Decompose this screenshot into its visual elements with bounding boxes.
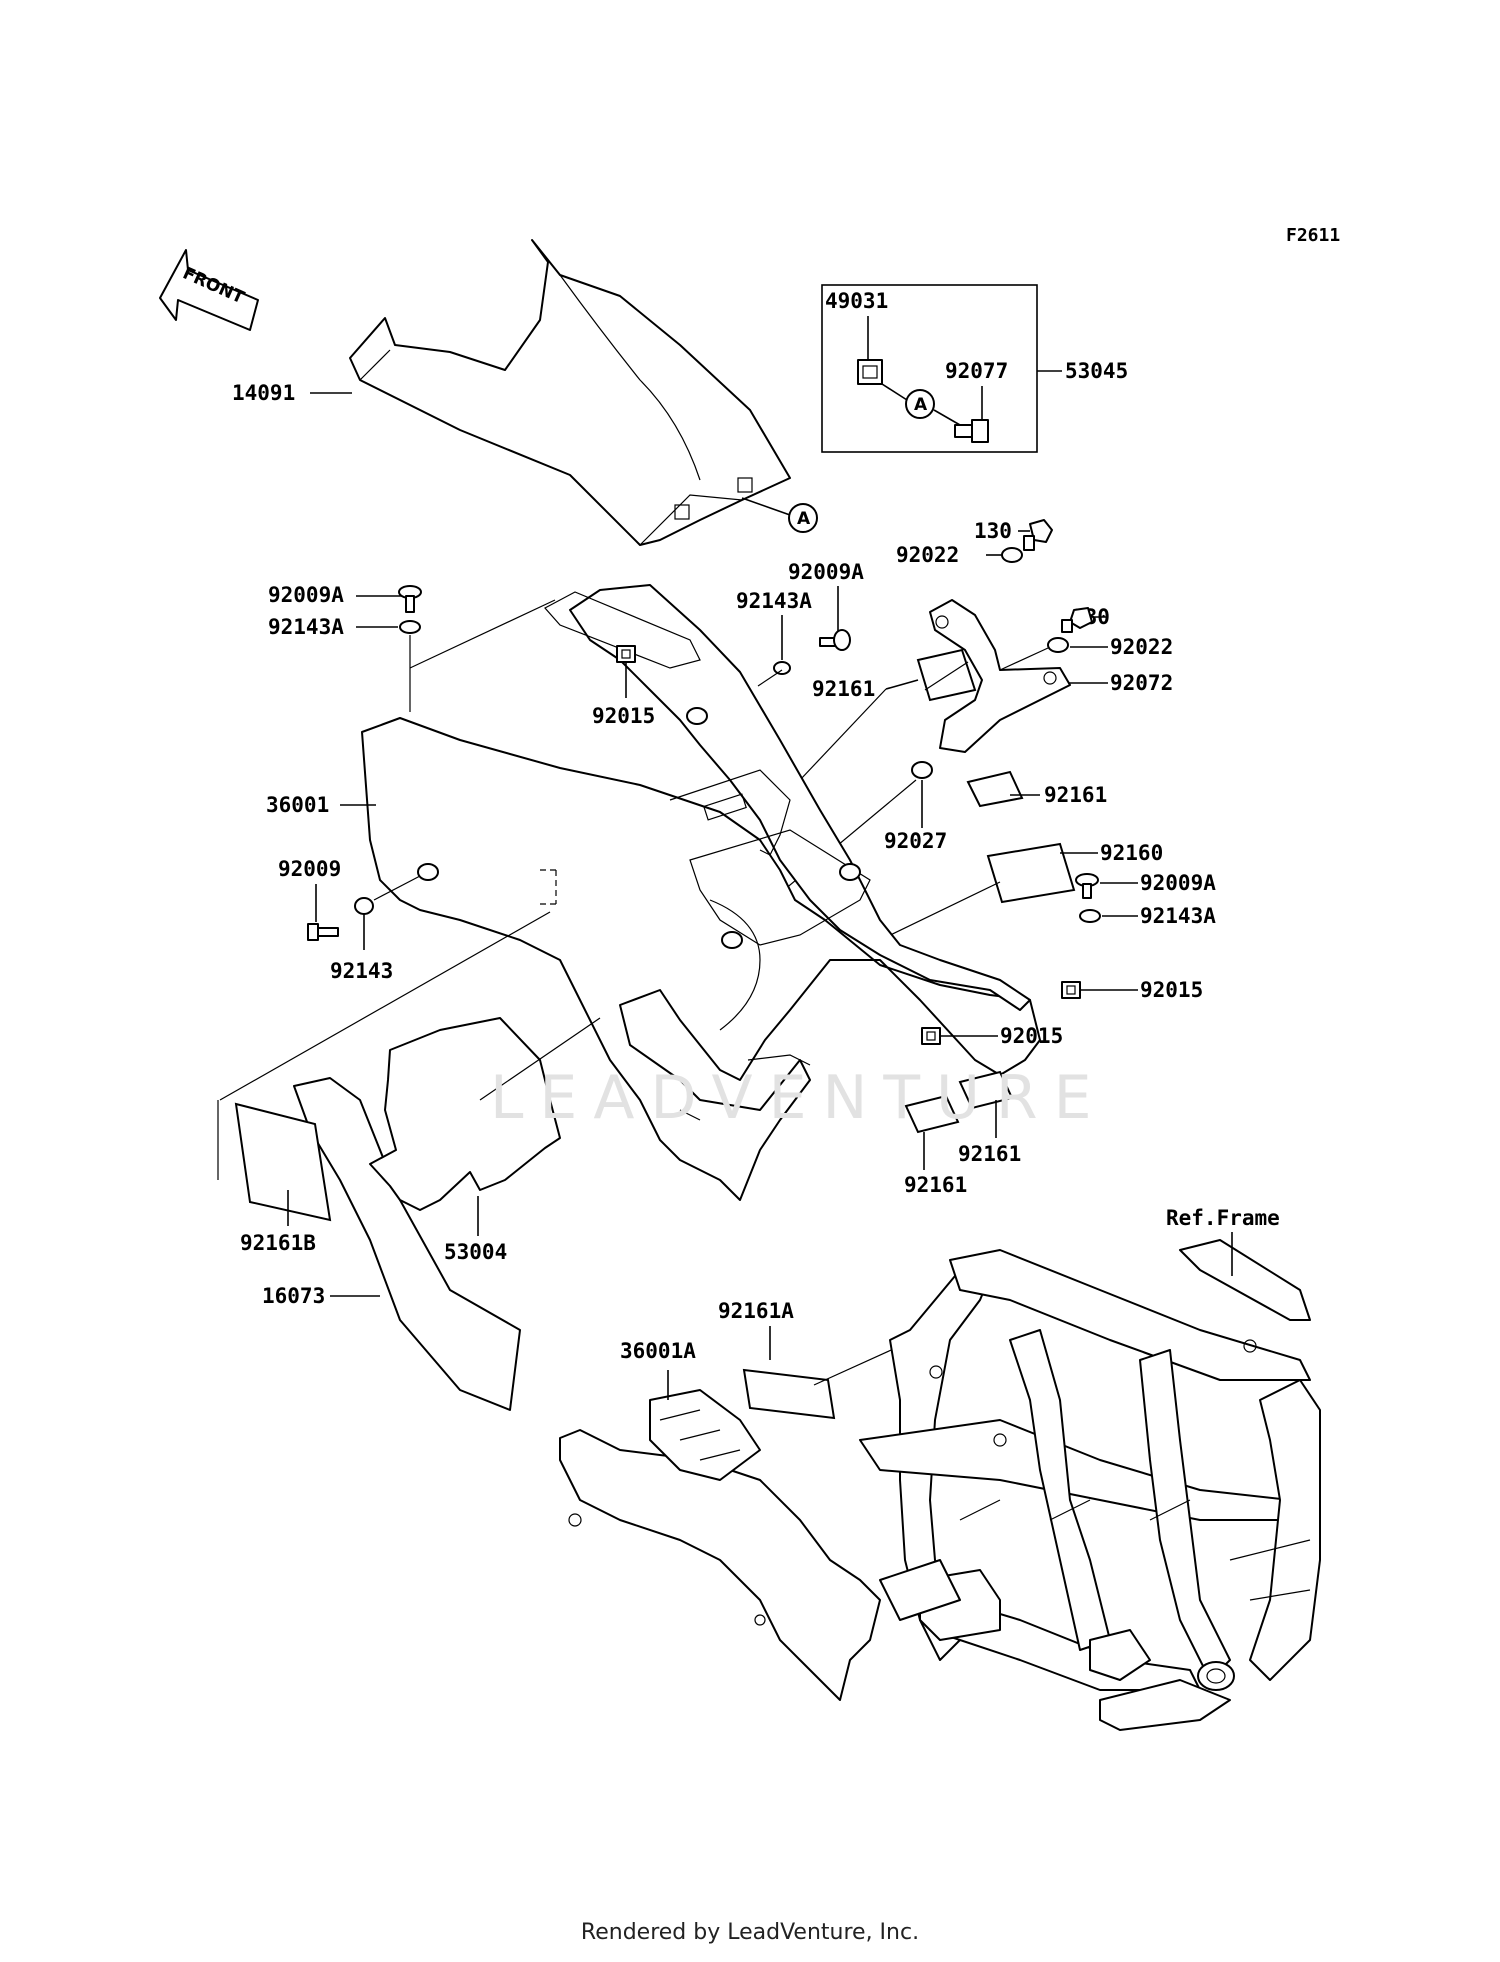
callout-a-circle-box: [905, 389, 935, 419]
grommet-92027: [911, 761, 933, 779]
label-16073: 16073: [262, 1284, 325, 1308]
screw-92009A-c: [1075, 873, 1099, 899]
sticker-92161A: [742, 1368, 836, 1420]
label-14091: 14091: [232, 381, 295, 405]
label-92161-d: 92161: [904, 1173, 967, 1197]
label-92009A-b: 92009A: [788, 560, 864, 584]
front-arrow-icon: FRONT: [159, 249, 259, 331]
side-panel-36001: [361, 584, 1041, 1201]
callout-a-circle: [788, 503, 818, 533]
cover-36001A: [559, 1389, 881, 1701]
cover-14091: [349, 239, 791, 546]
label-49031: 49031: [825, 289, 888, 313]
label-92143A-a: 92143A: [268, 615, 344, 639]
pad-53004: [369, 1017, 561, 1211]
label-92009A-c: 92009A: [1140, 871, 1216, 895]
label-92161A: 92161A: [718, 1299, 794, 1323]
washer-92022-a: [1001, 547, 1023, 563]
watermark-text: LEADVENTURE: [490, 1063, 1108, 1133]
label-36001A: 36001A: [620, 1339, 696, 1363]
sticker-92161-c: [904, 1094, 960, 1134]
label-92072: 92072: [1110, 671, 1173, 695]
frame-reference: [859, 1239, 1321, 1731]
ref-frame-label: Ref.Frame: [1166, 1206, 1280, 1230]
label-92143A-c: 92143A: [1140, 904, 1216, 928]
footer-credit: Rendered by LeadVenture, Inc.: [580, 1920, 920, 1945]
screw-92009: [307, 923, 339, 941]
figure-code: F2611: [1286, 225, 1340, 246]
label-130-a: 130: [974, 519, 1012, 543]
panel-16073: [293, 1077, 521, 1411]
label-92027: 92027: [884, 829, 947, 853]
washer-92143A-a: [399, 620, 421, 634]
label-92161-a: 92161: [812, 677, 875, 701]
label-92022-b: 92022: [1110, 635, 1173, 659]
label-36001: 36001: [266, 793, 329, 817]
label-92161-c: 92161: [958, 1142, 1021, 1166]
label-92160: 92160: [1100, 841, 1163, 865]
nut-92015-c: [921, 1027, 941, 1045]
bolt-130-b: [1061, 607, 1093, 633]
kit-box-53045: [821, 284, 1038, 453]
screw-92077: [954, 419, 989, 443]
sticker-92161-b: [966, 770, 1024, 808]
label-92143A-b: 92143A: [736, 589, 812, 613]
label-53045: 53045: [1065, 359, 1128, 383]
washer-92143A-c: [1079, 909, 1101, 923]
label-92143: 92143: [330, 959, 393, 983]
label-92009: 92009: [278, 857, 341, 881]
label-92009A-a: 92009A: [268, 583, 344, 607]
label-92161B: 92161B: [240, 1231, 316, 1255]
screw-92009A-b: [819, 629, 851, 651]
nut-92015-a: [616, 645, 636, 663]
label-92015-b: 92015: [1140, 978, 1203, 1002]
sticker-92161B: [234, 1102, 332, 1222]
label-92077: 92077: [945, 359, 1008, 383]
screw-92009A-a: [398, 585, 422, 613]
label-53004: 53004: [444, 1240, 507, 1264]
sticker-92161-d: [958, 1070, 1014, 1110]
label-92015-c: 92015: [1000, 1024, 1063, 1048]
callout-a-label: A: [797, 509, 811, 529]
label-92015-a: 92015: [592, 704, 655, 728]
washer-92143A-b: [773, 661, 791, 675]
bolt-130-a: [1023, 519, 1053, 551]
sticker-92160: [986, 842, 1076, 904]
washer-92022-b: [1047, 637, 1069, 653]
washer-92143: [354, 897, 374, 915]
sticker-92161-a: [916, 648, 977, 702]
clip-49031: [857, 359, 883, 385]
label-92161-b: 92161: [1044, 783, 1107, 807]
callout-a-label-box: A: [914, 395, 928, 415]
nut-92015-b: [1061, 981, 1081, 999]
bracket-92072: [929, 599, 1071, 753]
label-92022-a: 92022: [896, 543, 959, 567]
